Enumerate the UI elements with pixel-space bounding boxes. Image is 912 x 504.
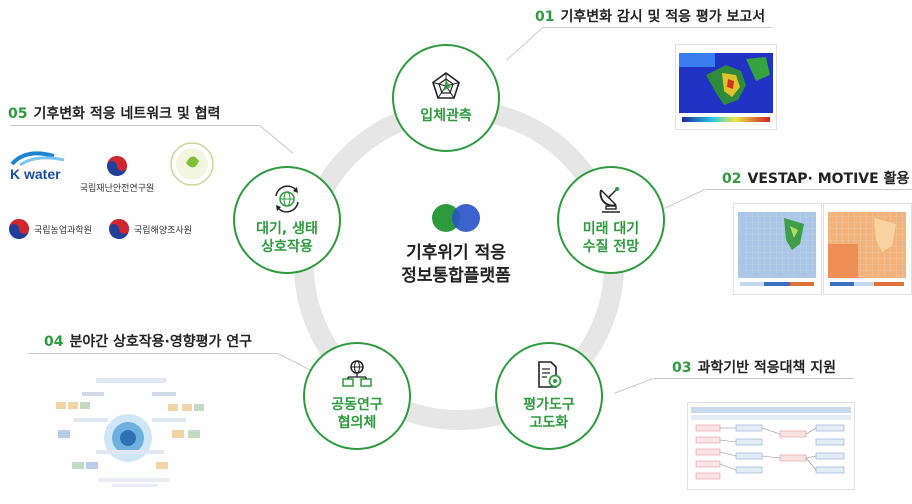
logo-khoa-text: 국립해양조사원 [134,225,192,236]
section-03-number: 03 [672,360,692,376]
node-assessment-label-1: 평가도구 [523,397,575,413]
section-03-flowchart-thumbnail [687,402,855,490]
node-atmosphere-label-2: 상호작용 [261,239,313,255]
taegeuk-emblem-icon [107,156,127,176]
logo-nie [168,140,216,188]
platform-title-line1: 기후위기 적응 [406,243,506,263]
logo-nidr-text: 국립재난안전연구원 [79,184,155,194]
section-05-rule [10,125,260,126]
logo-nias-text: 국립농업과학원 [34,225,92,236]
node-assessment-label-2: 고도화 [529,415,569,431]
section-04-diagram-thumbnail [52,370,210,492]
logo-kwater: K water [10,150,70,192]
node-assessment-tools[interactable]: 평가도구 고도화 [495,342,603,450]
logo-khoa: 국립해양조사원 [108,218,192,240]
section-01-heading: 01 기후변화 감시 및 적응 평가 보고서 [535,6,765,26]
section-03-title: 과학기반 적응대책 지원 [697,360,837,376]
satellite-dish-icon [599,187,620,213]
section-04-number: 04 [44,334,64,350]
section-02-number: 02 [722,171,742,187]
logo-nidr: 국립재난안전연구원 [79,155,155,194]
node-atmosphere-label-1: 대기, 생태 [256,221,318,237]
section-02-title: VESTAP· MOTIVE 활용 [747,171,910,187]
section-01-rule [542,27,772,28]
network-globe-icon [342,360,372,387]
pentagon-radar-icon [432,72,460,99]
kwater-wave-mark [10,151,65,166]
section-04-heading: 04 분야간 상호작용·영향평가 연구 [44,331,252,351]
platform-center: 기후위기 적응 정보통합플랫폼 [386,204,526,288]
section-01-map-thumbnail [675,44,777,130]
leader-line-03 [614,377,654,394]
node-air-water-label-2: 수질 전망 [582,239,640,255]
node-air-water-label-1: 미래 대기 [582,221,640,237]
section-01-number: 01 [535,9,555,25]
nie-circular-seal [170,142,214,186]
section-03-heading: 03 과학기반 적응대책 지원 [672,357,836,377]
section-04-rule [28,353,278,354]
section-02-map-thumbnail-2 [823,203,912,295]
node-joint-research-label-1: 공동연구 [331,397,383,413]
leader-line-05 [259,125,294,155]
node-atmosphere-ecology[interactable]: 대기, 생태 상호작용 [233,166,341,274]
leader-line-04 [277,353,312,372]
section-05-heading: 05 기후변화 적응 네트워크 및 협력 [8,103,220,123]
node-observation[interactable]: 입체관측 [392,44,500,152]
logo-nias: 국립농업과학원 [8,218,92,240]
section-05-title: 기후변화 적응 네트워크 및 협력 [33,106,221,122]
logo-kwater-text: K water [10,166,61,182]
section-02-rule [706,189,912,190]
section-02-heading: 02 VESTAP· MOTIVE 활용 [722,168,909,188]
taegeuk-emblem-icon [109,219,129,239]
node-joint-research-label-2: 협의체 [337,415,377,431]
platform-title-line2: 정보통합플랫폼 [401,266,511,286]
globe-cycle-icon [275,185,299,213]
section-04-title: 분야간 상호작용·영향평가 연구 [69,334,252,350]
section-02-map-thumbnail-1 [733,203,822,295]
leader-line-02 [664,188,706,209]
section-01-title: 기후변화 감시 및 적응 평가 보고서 [560,9,766,25]
node-observation-label: 입체관측 [420,108,472,124]
document-gear-icon [538,361,562,388]
blue-dot [452,204,480,232]
platform-logo-dots [430,204,482,232]
section-03-rule [654,378,854,379]
node-joint-research[interactable]: 공동연구 협의체 [303,342,411,450]
section-05-number: 05 [8,106,28,122]
node-air-water-forecast[interactable]: 미래 대기 수질 전망 [557,166,665,274]
leader-line-01 [506,26,544,61]
taegeuk-emblem-icon [9,219,29,239]
